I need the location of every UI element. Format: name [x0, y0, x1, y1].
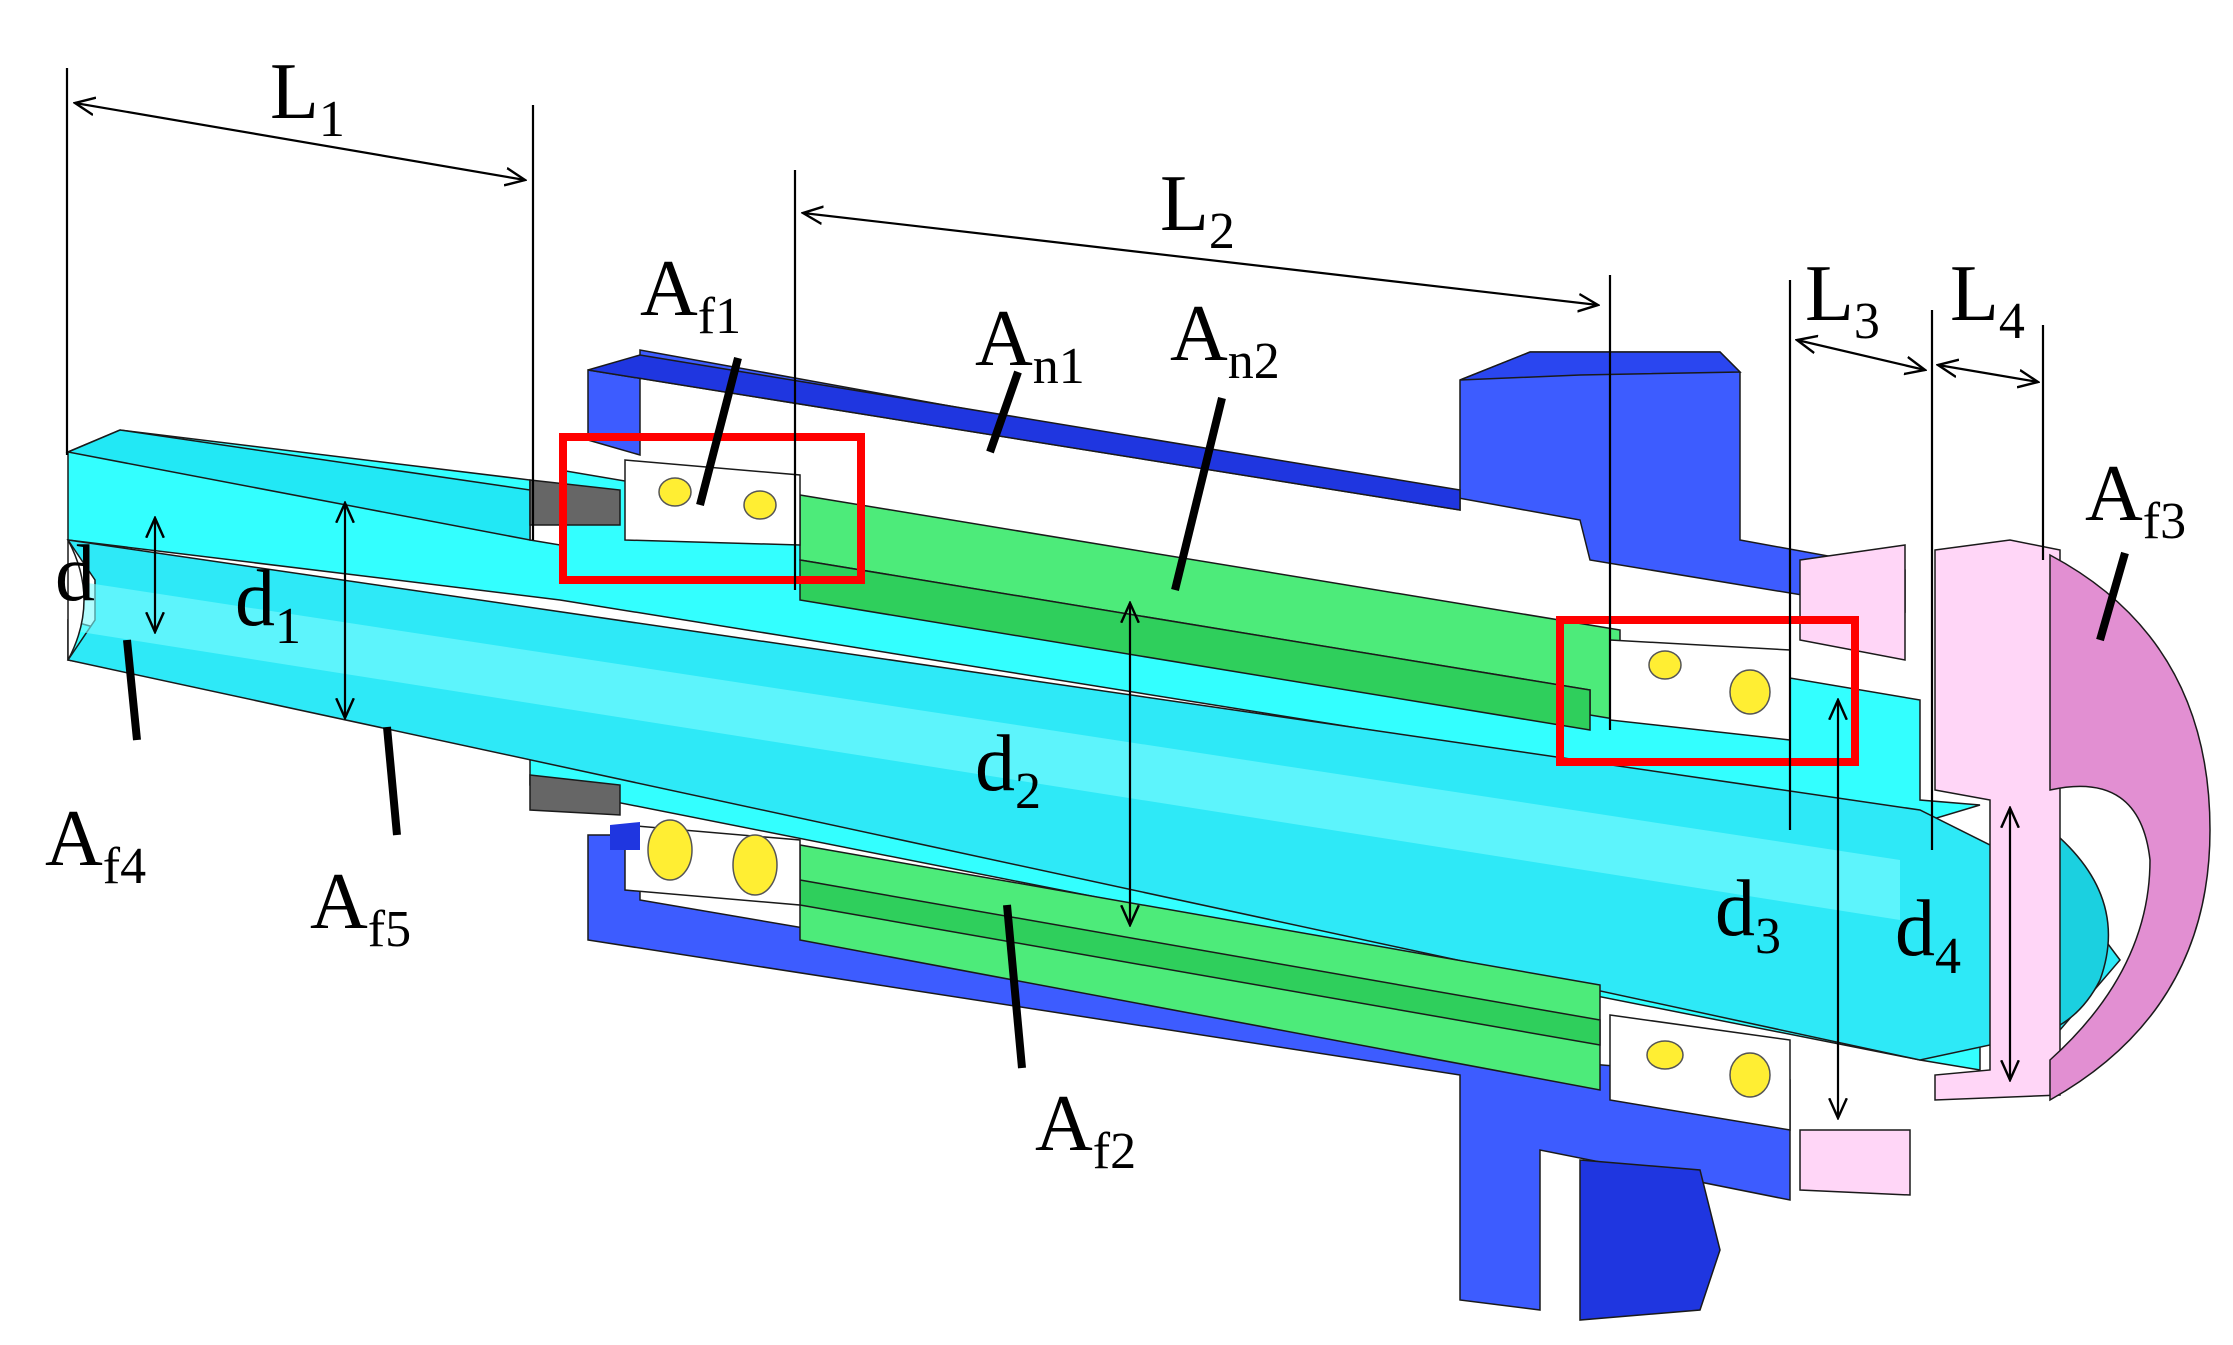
- end-cap-ring-lower: [1799, 1129, 1911, 1196]
- bearing-ball: [647, 819, 693, 881]
- bearing-ball: [658, 477, 692, 507]
- front-bearings-upper: [624, 459, 801, 546]
- label-L4: L4: [1950, 250, 2025, 350]
- spacer-upper-inner: [799, 559, 1591, 731]
- leader-An2: [1171, 397, 1226, 591]
- leader-Af2: [1003, 904, 1026, 1069]
- housing-flange-top: [1459, 351, 1742, 381]
- dim-L4: [1938, 365, 2038, 382]
- shaft: [65, 429, 2121, 1071]
- label-d4: d4: [1895, 885, 1961, 985]
- lock-nuts: [529, 479, 621, 816]
- bearing-ball: [1646, 1040, 1684, 1070]
- label-L2: L2: [1160, 160, 1235, 260]
- leader-An1: [986, 370, 1022, 454]
- label-d3: d3: [1715, 865, 1781, 965]
- bearing-seal-blue: [610, 822, 640, 850]
- label-An1: An1: [975, 295, 1085, 395]
- rear-bearings-lower: [1609, 1014, 1791, 1131]
- label-L3: L3: [1805, 250, 1880, 350]
- label-d2: d2: [975, 720, 1041, 820]
- housing-lower-flange-face: [1579, 1159, 1721, 1321]
- label-Af4: Af4: [45, 795, 146, 895]
- label-Af3: Af3: [2085, 450, 2186, 550]
- lock-nut-upper: [529, 479, 621, 526]
- labels: L1 L2 L3 L4 d d1 d2 d3 d4 Af1 An1 An2 Af…: [45, 48, 2186, 1180]
- label-L1: L1: [270, 48, 345, 148]
- front-bearings-lower: [610, 819, 801, 906]
- bearing-ball: [1729, 1052, 1771, 1098]
- rear-cap: [1799, 539, 2211, 1196]
- bearing-ball: [743, 490, 777, 520]
- front-bearing-highlight-box: [559, 433, 865, 584]
- leader-Af5: [383, 726, 401, 836]
- label-Af2: Af2: [1035, 1080, 1136, 1180]
- rear-bearing-highlight-box: [1556, 616, 1859, 766]
- bearing-ball: [732, 834, 778, 896]
- label-d: d: [55, 530, 95, 618]
- lock-nut-lower: [529, 774, 621, 816]
- dim-L2: [803, 213, 1598, 305]
- label-Af1: Af1: [640, 245, 741, 345]
- shaft-bore-highlight: [68, 580, 1900, 920]
- housing-upper-top-face: [587, 354, 1461, 511]
- flange-plate: [1934, 539, 2061, 1101]
- spacers: [799, 494, 1621, 1091]
- label-Af5: Af5: [310, 858, 411, 958]
- dim-L3: [1797, 340, 1925, 370]
- flange-outer-face: [2049, 553, 2211, 1102]
- rear-bearings-upper: [1609, 639, 1791, 741]
- leader-Af4: [123, 639, 141, 741]
- shaft-left-bore-end: [67, 539, 85, 661]
- leader-Af3: [2096, 551, 2129, 642]
- end-cap-ring-upper: [1799, 544, 1906, 661]
- dimension-lines: [65, 68, 2045, 1118]
- bearing-ball: [1648, 650, 1682, 680]
- bearing-ball: [1729, 669, 1771, 715]
- dim-L1: [75, 103, 525, 180]
- leader-Af1: [696, 356, 742, 507]
- leader-lines: [123, 356, 2129, 1069]
- label-d1: d1: [235, 555, 301, 655]
- label-An2: An2: [1170, 290, 1280, 390]
